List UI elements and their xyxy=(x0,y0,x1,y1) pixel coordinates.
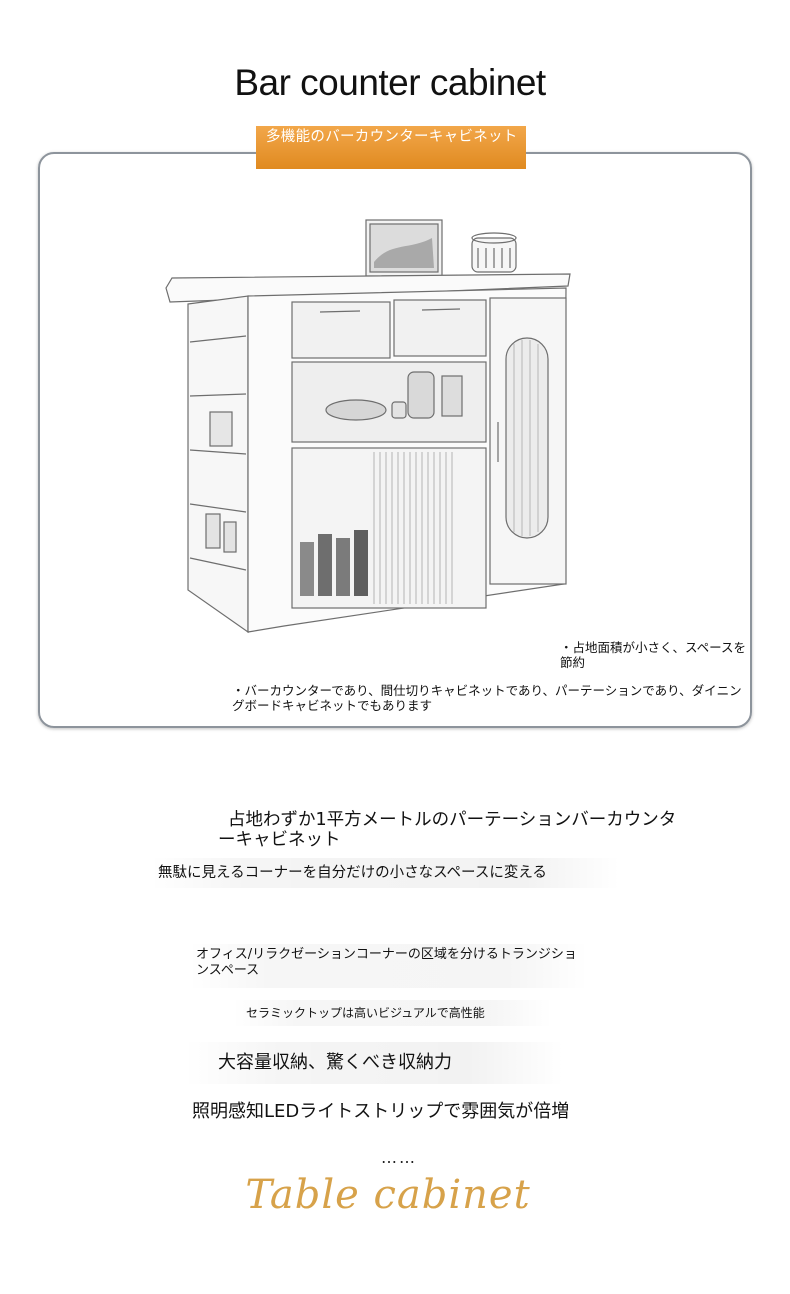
feature-line: 無駄に見えるコーナーを自分だけの小さなスペースに変える xyxy=(150,858,620,888)
script-title: Table cabinet xyxy=(245,1172,531,1218)
feature-line: 大容量収納、驚くべき収納力 xyxy=(184,1042,564,1084)
feature-line: 照明感知LEDライトストリップで雰囲気が倍増 xyxy=(192,1101,570,1122)
cabinet-illustration xyxy=(165,219,571,634)
space-saving-note: ・占地面積が小さく、スペースを節約 xyxy=(560,640,747,670)
jar-icon xyxy=(471,232,517,273)
multi-use-note: ・バーカウンターであり、間仕切りキャビネットであり、パーテーションであり、ダイニ… xyxy=(232,683,742,713)
laptop-icon xyxy=(360,219,450,279)
feature-line: 占地わずか1平方メートルのパーテーションバーカウンターキャビネット xyxy=(218,810,677,850)
feature-line: セラミックトップは高いビジュアルで高性能 xyxy=(232,1000,552,1026)
page-title: Bar counter cabinet xyxy=(234,62,546,103)
feature-tag: 多機能のバーカウンターキャビネット xyxy=(256,126,526,169)
ellipsis-divider: …… xyxy=(381,1148,417,1167)
feature-line: オフィス/リラクゼーションコーナーの区域を分けるトランジションスペース xyxy=(188,944,588,988)
